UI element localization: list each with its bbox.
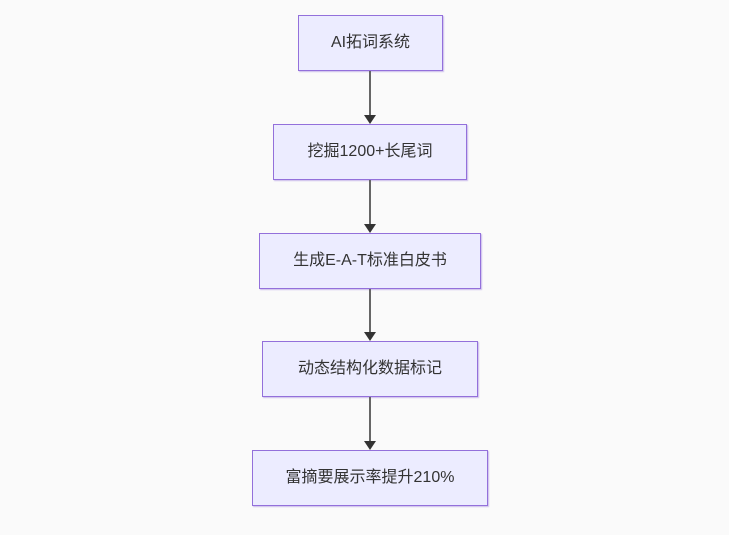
arrow-line (369, 71, 371, 115)
arrow-connector (363, 180, 377, 233)
node-label: 富摘要展示率提升210% (285, 469, 455, 487)
arrow-connector (363, 397, 377, 450)
node-label: 动态结构化数据标记 (297, 360, 442, 378)
arrow-down-icon (364, 441, 376, 450)
flowchart-node-ai-word-expansion: AI拓词系统 (298, 15, 443, 71)
arrow-connector (363, 289, 377, 341)
node-label: 挖掘1200+长尾词 (307, 143, 433, 161)
arrow-down-icon (364, 332, 376, 341)
flowchart-node-rich-snippet-result: 富摘要展示率提升210% (252, 450, 488, 506)
arrow-down-icon (364, 115, 376, 124)
node-label: 生成E-A-T标准白皮书 (293, 252, 447, 270)
arrow-line (369, 397, 371, 441)
node-label: AI拓词系统 (330, 34, 411, 52)
flowchart-node-longtail-mining: 挖掘1200+长尾词 (273, 124, 467, 180)
arrow-line (369, 180, 371, 224)
arrow-connector (363, 71, 377, 124)
flowchart-node-eat-whitepaper: 生成E-A-T标准白皮书 (259, 233, 481, 289)
flowchart-node-structured-data: 动态结构化数据标记 (262, 341, 478, 397)
arrow-down-icon (364, 224, 376, 233)
arrow-line (369, 289, 371, 332)
